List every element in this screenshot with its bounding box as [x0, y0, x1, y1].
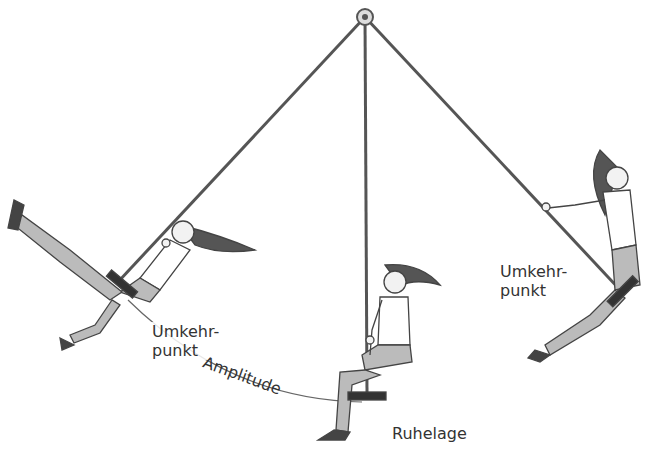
pivot	[357, 9, 373, 25]
girl-right	[528, 150, 640, 362]
pivot-center	[362, 14, 368, 20]
swing-ropes	[118, 17, 622, 392]
rest-position-label: Ruhelage	[390, 424, 484, 443]
turning-point-label: Umkehr- punkt	[498, 262, 572, 300]
amplitude-label: Amplitude	[198, 352, 285, 399]
amplitude-arc	[128, 300, 362, 402]
girl-rest	[318, 265, 440, 440]
